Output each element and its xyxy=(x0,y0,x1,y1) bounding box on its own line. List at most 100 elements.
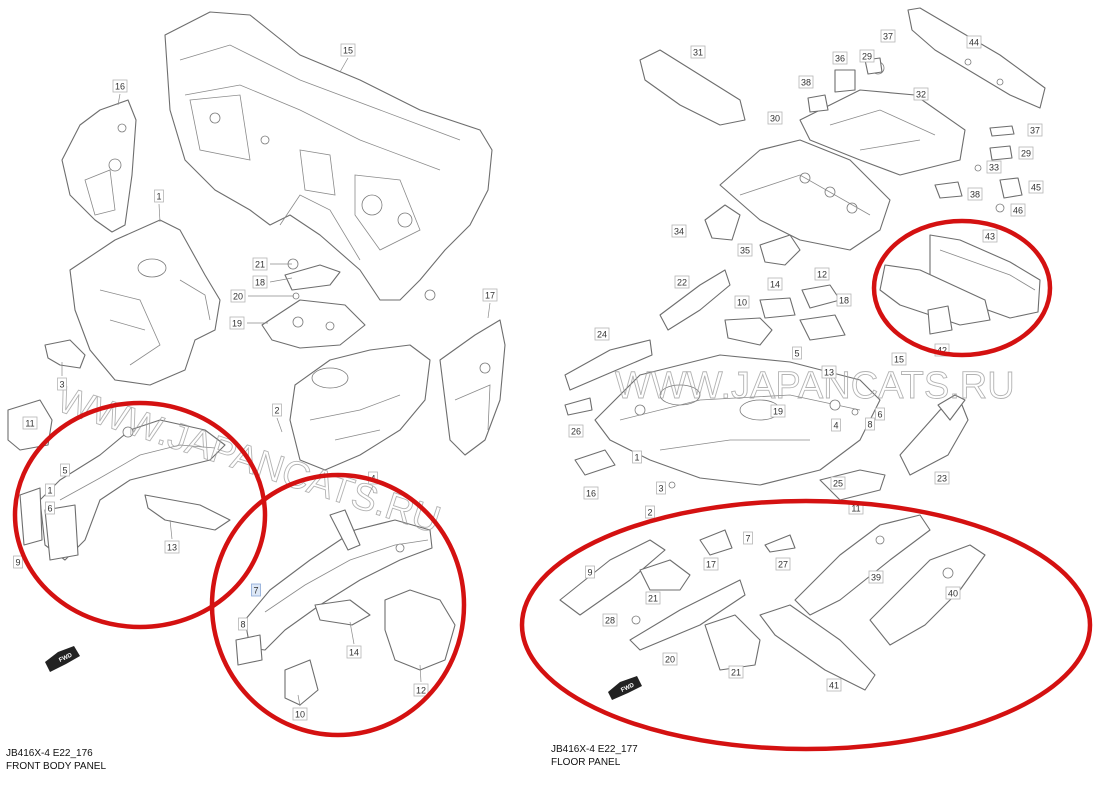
callout-box xyxy=(703,557,719,571)
callout-1: 1 xyxy=(154,189,164,203)
callout-box xyxy=(859,49,875,63)
callout-box xyxy=(1010,203,1026,217)
part-bracket-18 xyxy=(799,314,846,341)
callout-label: 11 xyxy=(851,504,860,514)
callout-label: 14 xyxy=(349,648,359,658)
callout-46: 46 xyxy=(1010,203,1026,217)
callout-box xyxy=(832,51,848,65)
callout-box xyxy=(272,403,282,417)
callout-8: 8 xyxy=(238,617,248,631)
part-front-floor-panel xyxy=(594,354,881,486)
left-caption: JB416X-4 E22_176 FRONT BODY PANEL xyxy=(6,747,106,773)
part-front-side-member-right xyxy=(235,509,433,666)
callout-box xyxy=(632,450,642,464)
highlight-circle-front-member-right xyxy=(209,472,467,738)
callout-label: 36 xyxy=(835,54,845,64)
leader-line xyxy=(158,203,161,223)
callout-label: 44 xyxy=(969,38,979,48)
leader-line xyxy=(349,621,355,645)
fwd-arrow-icon: FWD xyxy=(45,646,80,672)
callout-1: 1 xyxy=(632,450,642,464)
callout-16: 16 xyxy=(112,79,128,93)
svg-text:FWD: FWD xyxy=(58,652,74,663)
right-diagram-code: JB416X-4 E22_177 xyxy=(551,744,638,755)
callout-box xyxy=(798,75,814,89)
part-front-wheelhouse xyxy=(69,219,221,386)
part-front-side-member xyxy=(19,419,226,561)
callout-label: 46 xyxy=(1013,206,1023,216)
callout-18: 18 xyxy=(836,293,852,307)
callout-box xyxy=(767,111,783,125)
callouts-right: 1234567891011121314151617181920212122232… xyxy=(568,29,1044,692)
right-caption: JB416X-4 E22_177 FLOOR PANEL xyxy=(551,743,638,769)
front-body-panel-diagram: FWD xyxy=(7,11,506,706)
callout-box xyxy=(45,501,55,515)
callout-box xyxy=(645,591,661,605)
part-dash-panel xyxy=(164,11,493,301)
part-bracket-3 xyxy=(44,339,86,369)
callout-label: 5 xyxy=(62,466,67,476)
callout-box xyxy=(60,463,70,477)
callout-box xyxy=(568,424,584,438)
callout-label: 18 xyxy=(839,296,849,306)
callout-box xyxy=(821,365,837,379)
callout-label: 6 xyxy=(47,504,52,514)
part-rear-floor-32 xyxy=(799,69,966,176)
callout-9: 9 xyxy=(585,565,595,579)
callout-box xyxy=(112,79,128,93)
callout-box xyxy=(252,275,268,289)
leader-line xyxy=(169,519,173,540)
callout-box xyxy=(945,586,961,600)
callout-label: 27 xyxy=(778,560,788,570)
leader-line xyxy=(487,302,491,319)
callout-box xyxy=(13,555,23,569)
callout-label: 17 xyxy=(706,560,716,570)
callout-box xyxy=(671,224,687,238)
part-panel-31 xyxy=(639,49,746,126)
part-bracket-14 xyxy=(314,599,371,626)
callout-44: 44 xyxy=(966,35,982,49)
callout-box xyxy=(875,407,885,421)
callout-box xyxy=(292,707,308,721)
part-bracket-14-floor xyxy=(759,297,796,319)
callout-box xyxy=(831,418,841,432)
callout-label: 10 xyxy=(737,298,747,308)
highlight-circle-rear-cross-member xyxy=(871,218,1053,358)
callout-box xyxy=(238,617,248,631)
callout-label: 13 xyxy=(167,543,177,553)
part-bracket-10 xyxy=(724,317,773,346)
callout-20: 20 xyxy=(662,652,678,666)
callout-box xyxy=(728,665,744,679)
callout-label: 18 xyxy=(255,278,265,288)
callout-box xyxy=(230,289,246,303)
callout-17: 17 xyxy=(703,557,719,571)
callout-10: 10 xyxy=(734,295,750,309)
callout-14: 14 xyxy=(767,277,783,291)
callout-19: 19 xyxy=(770,404,786,418)
svg-text:FWD: FWD xyxy=(620,682,636,693)
callout-40: 40 xyxy=(945,586,961,600)
callout-box xyxy=(836,293,852,307)
callout-label: 35 xyxy=(740,246,750,256)
callout-label: 37 xyxy=(883,32,893,42)
callout-16: 16 xyxy=(583,486,599,500)
callout-25: 25 xyxy=(830,476,846,490)
callout-box xyxy=(413,683,429,697)
callout-label: 8 xyxy=(240,620,245,630)
callout-1: 1 xyxy=(45,483,55,497)
callout-label: 2 xyxy=(274,406,279,416)
callout-24: 24 xyxy=(594,327,610,341)
callout-box xyxy=(1028,180,1044,194)
part-cowl-side-right xyxy=(439,319,506,456)
callout-box xyxy=(737,243,753,257)
callout-box xyxy=(340,43,356,57)
leader-line xyxy=(339,57,349,73)
callout-label: 3 xyxy=(658,484,663,494)
part-rear-side-members xyxy=(759,514,986,691)
callout-label: 1 xyxy=(634,453,639,463)
callout-43: 43 xyxy=(982,229,998,243)
callout-label: 20 xyxy=(233,292,243,302)
callout-label: 15 xyxy=(343,46,353,56)
callout-box xyxy=(656,481,666,495)
